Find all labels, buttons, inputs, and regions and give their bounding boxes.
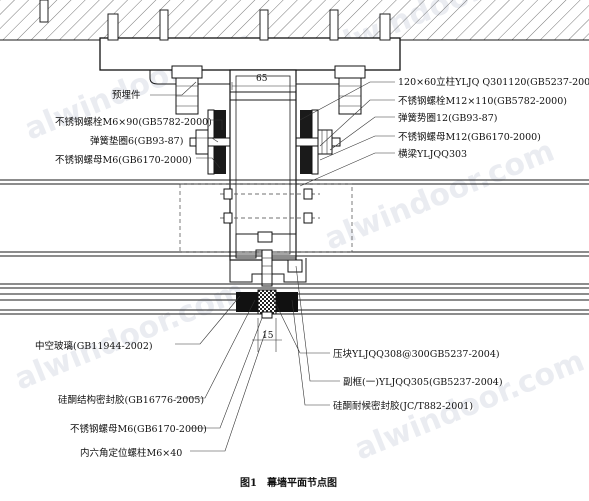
label-bolt-m12x110: 不锈钢螺栓M12×110(GB5782-2000) xyxy=(398,95,567,107)
label-weather-sealant: 硅酮耐候密封胶(JC/T882-2001) xyxy=(333,400,473,412)
label-transom: 横梁YLJQQ303 xyxy=(398,148,467,160)
label-insulated-glass: 中空玻璃(GB11944-2002) xyxy=(35,340,153,352)
dimension-top-value: 65 xyxy=(256,74,268,84)
mullion-profile xyxy=(229,69,297,261)
figure-caption: 图1 幕墙平面节点图 xyxy=(240,476,337,489)
m6-bolts xyxy=(220,188,320,224)
label-spring-washer-6: 弹簧垫圈6(GB93-87) xyxy=(90,135,183,147)
pressure-block xyxy=(229,231,307,287)
watermark-text: alwindoor.com xyxy=(10,274,249,398)
label-structural-sealant: 硅酮结构密封胶(GB16776-2005) xyxy=(58,394,204,406)
label-embedded-part: 预埋件 xyxy=(112,89,141,101)
label-nut-m6-top: 不锈钢螺母M6(GB6170-2000) xyxy=(55,154,192,166)
label-mullion: 120×60立柱YLJQ Q301120(GB5237-200 xyxy=(398,76,589,88)
bolt-head-left xyxy=(171,65,203,115)
labels-left: 预埋件 不锈钢螺栓M6×90(GB5782-2000) 弹簧垫圈6(GB93-8… xyxy=(35,89,212,459)
dimension-bottom: 15 xyxy=(252,318,282,352)
sealant-joint xyxy=(236,289,298,319)
label-pressure-block: 压块YLJQQ308@300GB5237-2004) xyxy=(333,348,500,360)
dimension-bottom-value: 15 xyxy=(262,331,274,341)
label-spring-washer-12: 弹簧势圈12(GB93-87) xyxy=(398,112,497,124)
leader-lines xyxy=(150,81,395,452)
bolt-head-right xyxy=(334,65,366,115)
label-bolt-m6x90: 不锈钢螺栓M6×90(GB5782-2000) xyxy=(55,116,212,128)
labels-right: 120×60立柱YLJQ Q301120(GB5237-200 不锈钢螺栓M12… xyxy=(333,76,589,412)
transom-band xyxy=(0,179,589,257)
label-nut-m12: 不锈钢螺母M12(GB6170-2000) xyxy=(398,131,541,143)
dimension-top: 65 xyxy=(231,74,297,90)
label-hex-stud: 内六角定位螺柱M6×40 xyxy=(80,447,182,459)
concrete-slab xyxy=(0,0,589,41)
label-sub-frame: 副框(一)YLJQQ305(GB5237-2004) xyxy=(343,376,503,388)
label-nut-m6-bottom: 不锈钢螺母M6(GB6170-2000) xyxy=(70,423,207,435)
